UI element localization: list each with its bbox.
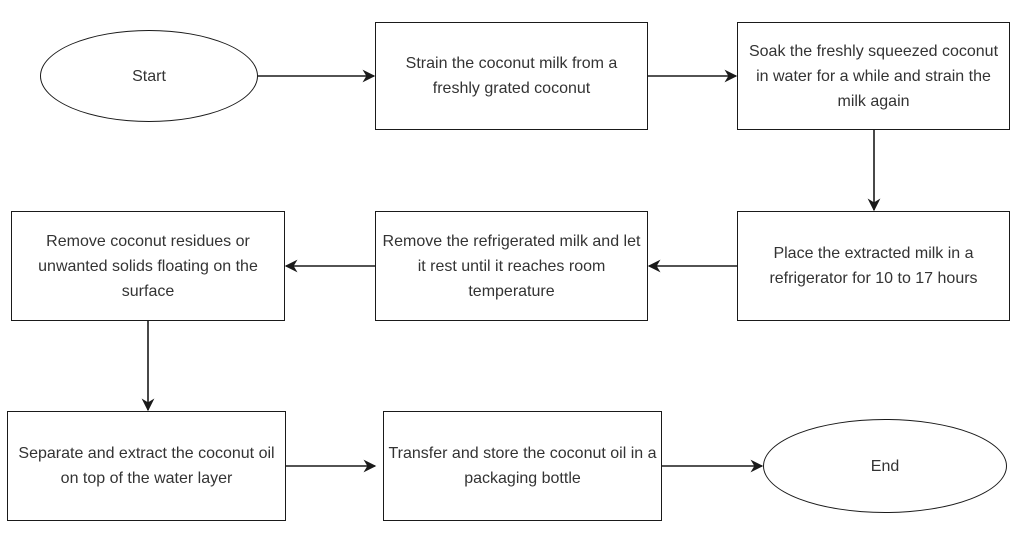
node-step4-label: Remove the refrigerated milk and let it … (382, 232, 641, 300)
node-start-label: Start (132, 67, 166, 85)
node-step3-label: Place the extracted milk in a refrigerat… (769, 245, 978, 287)
node-step3: Place the extracted milk in a refrigerat… (737, 211, 1010, 321)
node-step1: Strain the coconut milk from a freshly g… (375, 22, 648, 130)
node-end: End (763, 419, 1007, 513)
node-step6-label: Separate and extract the coconut oil on … (18, 445, 275, 487)
node-step4: Remove the refrigerated milk and let it … (375, 211, 648, 321)
node-step1-label: Strain the coconut milk from a freshly g… (405, 55, 618, 97)
node-end-label: End (870, 457, 900, 475)
node-step5-label: Remove coconut residues or unwanted soli… (38, 232, 258, 300)
node-step6: Separate and extract the coconut oil on … (7, 411, 286, 521)
node-step2-label: Soak the freshly squeezed coconut in wat… (748, 42, 999, 110)
node-step7: Transfer and store the coconut oil in a … (383, 411, 662, 521)
node-start: Start (40, 30, 258, 122)
node-step2: Soak the freshly squeezed coconut in wat… (737, 22, 1010, 130)
node-step5: Remove coconut residues or unwanted soli… (11, 211, 285, 321)
node-step7-label: Transfer and store the coconut oil in a … (388, 445, 657, 487)
